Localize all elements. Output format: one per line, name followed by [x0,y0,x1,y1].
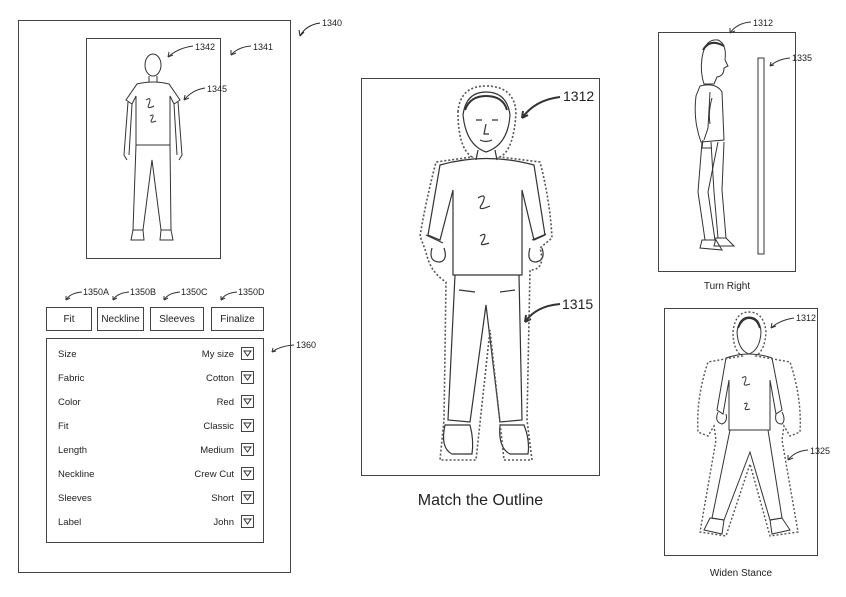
ref-wall-bar: 1335 [792,53,813,63]
option-label: Color [58,397,81,408]
option-row-color[interactable]: Color Red [58,394,256,412]
option-row-sleeves[interactable]: Sleeves Short [58,490,256,508]
option-label: Fabric [58,373,85,384]
option-value: Medium [200,445,234,456]
option-label: Size [58,349,77,360]
option-value: John [213,517,234,528]
option-row-fit[interactable]: Fit Classic [58,418,256,436]
option-value: Red [216,397,234,408]
option-row-length[interactable]: Length Medium [58,442,256,460]
option-row-label[interactable]: Label John [58,514,256,532]
ref-app-frame: 1340 [322,18,343,28]
ref-btn-fit: 1350A [83,287,110,297]
ref-options-panel: 1360 [296,340,317,350]
ref-outline-center: 1315 [562,296,594,312]
ref-btn-neckline: 1350B [130,287,157,297]
option-value: Short [211,493,234,504]
option-value: Classic [203,421,234,432]
option-label: Neckline [58,469,95,480]
option-label: Length [58,445,88,456]
option-label: Fit [58,421,69,432]
triangle-down-icon[interactable] [241,467,254,480]
option-value: My size [201,349,234,360]
preview-frame [86,38,221,259]
triangle-down-icon[interactable] [241,443,254,456]
caption-turn-right: Turn Right [703,281,751,292]
triangle-down-icon[interactable] [241,419,254,432]
ref-mannequin-head: 1342 [195,42,216,52]
finalize-button[interactable]: Finalize [211,307,264,331]
triangle-down-icon[interactable] [241,491,254,504]
option-row-size[interactable]: Size My size [58,346,256,364]
option-value: Cotton [206,373,234,384]
triangle-down-icon[interactable] [241,395,254,408]
caption-widen-stance: Widen Stance [709,568,773,579]
triangle-down-icon[interactable] [241,371,254,384]
ref-btn-sleeves: 1350C [181,287,208,297]
ref-btn-finalize: 1350D [238,287,265,297]
turn-right-frame [658,32,796,272]
option-label: Label [58,517,82,528]
sleeves-button[interactable]: Sleeves [150,307,204,331]
ref-user-stance: 1312 [796,313,817,323]
outline-frame [361,78,600,476]
triangle-down-icon[interactable] [241,347,254,360]
widen-stance-frame [664,308,818,556]
ref-preview-frame: 1341 [253,42,274,52]
neckline-button[interactable]: Neckline [97,307,144,331]
caption-match-outline: Match the Outline [417,492,544,509]
option-label: Sleeves [58,493,92,504]
option-value: Crew Cut [194,469,234,480]
option-row-fabric[interactable]: Fabric Cotton [58,370,256,388]
ref-user-right: 1312 [753,18,774,28]
options-panel [46,338,264,543]
ref-user-center: 1312 [563,88,595,104]
triangle-down-icon[interactable] [241,515,254,528]
option-row-neckline[interactable]: Neckline Crew Cut [58,466,256,484]
ref-mannequin-shirt: 1345 [207,84,228,94]
ref-stance-outline: 1325 [810,446,831,456]
fit-button[interactable]: Fit [46,307,92,331]
